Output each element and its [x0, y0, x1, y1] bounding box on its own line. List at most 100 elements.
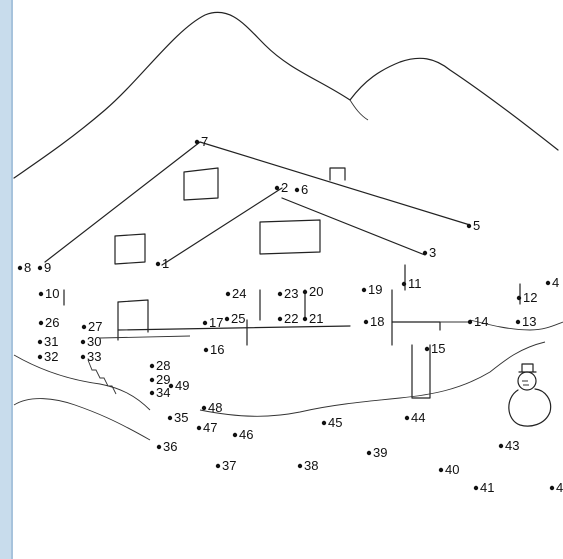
svg-text:25: 25 [231, 311, 245, 326]
roof-front-line [161, 187, 283, 266]
svg-text:22: 22 [284, 311, 298, 326]
dot-40: 40 [438, 462, 459, 477]
svg-text:8: 8 [24, 260, 31, 275]
mountain-outline [13, 11, 559, 179]
page-left-border [0, 0, 13, 559]
dot-6: 6 [294, 182, 308, 197]
dot-33: 33 [80, 349, 101, 364]
dot-32: 32 [37, 349, 58, 364]
svg-text:16: 16 [210, 342, 224, 357]
door [411, 344, 431, 399]
svg-text:49: 49 [175, 378, 189, 393]
dot-36: 36 [156, 439, 177, 454]
dot-25: 25 [224, 311, 245, 326]
dot-19: 19 [361, 282, 382, 297]
dot-21: 21 [302, 311, 323, 326]
svg-text:38: 38 [304, 458, 318, 473]
svg-text:27: 27 [88, 319, 102, 334]
svg-text:35: 35 [174, 410, 188, 425]
mountain-inner-ridge [349, 99, 369, 121]
dot-49: 49 [168, 378, 189, 393]
dot-47: 47 [196, 420, 217, 435]
dot-24: 24 [225, 286, 246, 301]
svg-text:1: 1 [162, 256, 169, 271]
dot-12: 12 [516, 290, 537, 305]
svg-text:17: 17 [209, 315, 223, 330]
dot-14: 14 [467, 314, 488, 329]
dot-23: 23 [277, 286, 298, 301]
dot-44: 44 [404, 410, 425, 425]
porch-right-box [391, 321, 441, 331]
dot-1: 1 [155, 256, 169, 271]
svg-text:47: 47 [203, 420, 217, 435]
dot-27: 27 [81, 319, 102, 334]
svg-text:9: 9 [44, 260, 51, 275]
svg-text:5: 5 [473, 218, 480, 233]
chimney [329, 167, 346, 181]
dot-39: 39 [366, 445, 387, 460]
dot-4: 4 [545, 275, 559, 290]
dot-5: 5 [466, 218, 480, 233]
svg-text:42: 42 [556, 480, 563, 495]
dot-10: 10 [38, 286, 59, 301]
dot-48: 48 [201, 400, 222, 415]
svg-text:24: 24 [232, 286, 246, 301]
dot-17: 17 [202, 315, 223, 330]
svg-text:44: 44 [411, 410, 425, 425]
svg-text:29: 29 [156, 372, 170, 387]
dot-2: 2 [274, 180, 288, 195]
svg-text:19: 19 [368, 282, 382, 297]
snowman-hat [518, 363, 537, 373]
dot-3: 3 [422, 245, 436, 260]
svg-text:20: 20 [309, 284, 323, 299]
dot-8: 8 [17, 260, 31, 275]
dot-37: 37 [215, 458, 236, 473]
svg-text:37: 37 [222, 458, 236, 473]
snow-line-lower-left [13, 398, 151, 441]
snowman-body [508, 388, 552, 427]
roof-left-line [44, 141, 201, 263]
svg-text:14: 14 [474, 314, 488, 329]
snow-line-left [13, 354, 151, 411]
svg-text:11: 11 [408, 276, 422, 291]
dot-31: 31 [37, 334, 58, 349]
number-dots: 1 2 3 4 5 6 7 8 9 10 11 12 13 14 15 16 1… [17, 134, 563, 495]
svg-text:10: 10 [45, 286, 59, 301]
railing-left [99, 335, 191, 339]
svg-text:28: 28 [156, 358, 170, 373]
svg-text:4: 4 [552, 275, 559, 290]
svg-text:48: 48 [208, 400, 222, 415]
svg-text:6: 6 [301, 182, 308, 197]
svg-text:3: 3 [429, 245, 436, 260]
svg-text:34: 34 [156, 385, 170, 400]
svg-text:12: 12 [523, 290, 537, 305]
porch-small-box [117, 299, 149, 333]
dot-20: 20 [302, 284, 323, 299]
svg-text:45: 45 [328, 415, 342, 430]
svg-text:13: 13 [522, 314, 536, 329]
svg-text:23: 23 [284, 286, 298, 301]
stairs [87, 359, 117, 395]
svg-text:15: 15 [431, 341, 445, 356]
dot-11: 11 [401, 276, 422, 291]
dot-45: 45 [321, 415, 342, 430]
svg-text:31: 31 [44, 334, 58, 349]
dot-35: 35 [167, 410, 188, 425]
snow-line-right [469, 319, 563, 331]
dot-13: 13 [515, 314, 536, 329]
roof-right-line [281, 197, 426, 256]
svg-text:18: 18 [370, 314, 384, 329]
snowman-face [522, 380, 529, 386]
dot-9: 9 [37, 260, 51, 275]
dot-18: 18 [363, 314, 384, 329]
svg-text:39: 39 [373, 445, 387, 460]
svg-text:36: 36 [163, 439, 177, 454]
svg-text:2: 2 [281, 180, 288, 195]
dot-38: 38 [297, 458, 318, 473]
dot-43: 43 [498, 438, 519, 453]
svg-text:30: 30 [87, 334, 101, 349]
dot-42: 42 [549, 480, 563, 495]
dot-22: 22 [277, 311, 298, 326]
dot-34: 34 [149, 385, 170, 400]
dot-16: 16 [203, 342, 224, 357]
